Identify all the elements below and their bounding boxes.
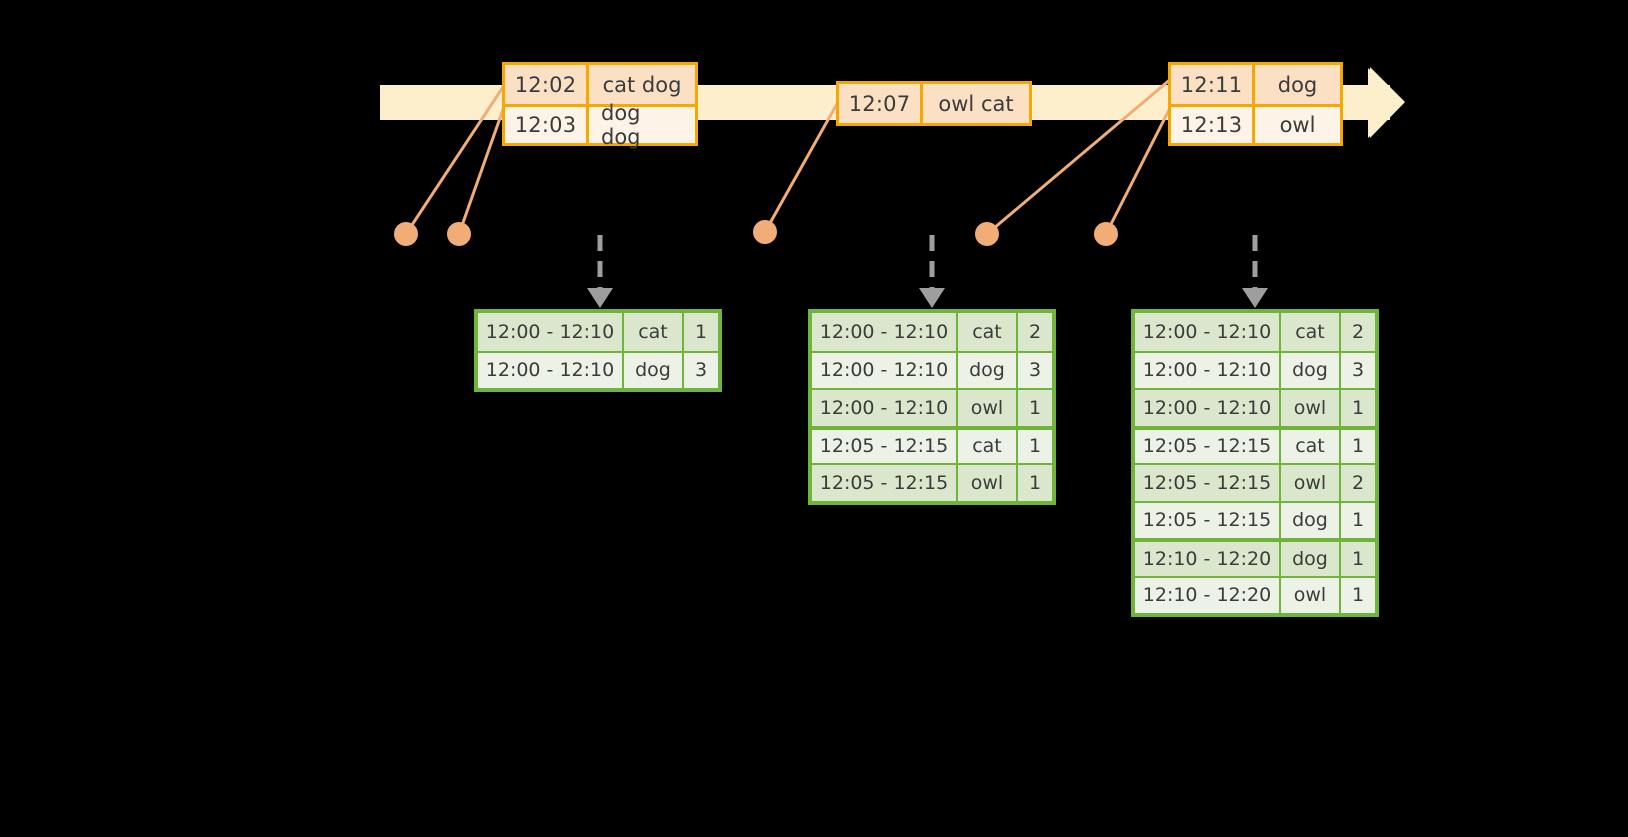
count-value: 1 [1028,471,1042,494]
word-key: cat [1281,313,1341,351]
connector-dot-3 [753,220,777,244]
event-payload: owl [1279,113,1316,137]
dashed-arrow-layer [587,235,1268,308]
window-range: 12:10 - 12:20 [1135,577,1281,613]
count-value: 1 [1351,584,1365,607]
event-group-1: 12:02 cat dog 12:03 dog dog [502,62,698,149]
count-value: 3 [694,359,708,382]
word-key: cat [624,313,684,351]
connector-line-5 [1104,103,1174,235]
event-row: 12:07 owl cat [839,84,1029,123]
event-row: 12:11 dog [1171,65,1340,104]
word-key: dog [624,352,684,388]
word-key: owl [958,465,1018,501]
count-value: 1 [1028,396,1042,419]
window-range: 12:10 - 12:20 [1135,542,1281,576]
event-timestamp: 12:07 [839,84,923,123]
event-row: 12:13 owl [1171,104,1340,143]
window-range: 12:00 - 12:10 [1135,313,1281,351]
window-range: 12:00 - 12:10 [478,313,624,351]
word-key: cat [958,429,1018,463]
word-key: dog [1281,542,1341,576]
word-key: dog [1281,352,1341,388]
count-value: 3 [1028,359,1042,382]
window-range: 12:05 - 12:15 [1135,429,1281,463]
word-key: owl [1281,390,1341,426]
count-value: 1 [694,320,708,343]
count-value: 2 [1351,471,1365,494]
window-range: 12:05 - 12:15 [1135,502,1281,538]
window-range: 12:00 - 12:10 [478,352,624,388]
event-payload: owl cat [938,91,1014,116]
word-key: dog [1281,502,1341,538]
event-timestamp: 12:11 [1171,65,1255,104]
count-value: 1 [1351,509,1365,532]
count-value: 1 [1028,435,1042,458]
window-range: 12:00 - 12:10 [812,313,958,351]
word-key: owl [1281,465,1341,501]
dashed-arrow-2-head [919,288,945,308]
event-timestamp: 12:13 [1171,107,1255,143]
count-value: 1 [1351,547,1365,570]
count-value: 2 [1351,320,1365,343]
count-value: 2 [1028,320,1042,343]
dashed-arrow-1-head [587,288,613,308]
window-range: 12:00 - 12:10 [1135,352,1281,388]
window-range: 12:00 - 12:10 [812,390,958,426]
count-value: 1 [1351,435,1365,458]
window-range: 12:05 - 12:15 [812,429,958,463]
connector-dot-4 [975,222,999,246]
event-row: 12:03 dog dog [505,101,695,149]
window-range: 12:05 - 12:15 [1135,465,1281,501]
event-payload: cat dog [602,72,682,97]
word-key: owl [958,390,1018,426]
window-range: 12:00 - 12:10 [812,352,958,388]
connector-line-2 [457,103,507,235]
word-key: dog [958,352,1018,388]
count-value: 3 [1351,359,1365,382]
connector-dot-1 [394,222,418,246]
word-key: cat [1281,429,1341,463]
connector-dot-5 [1094,222,1118,246]
event-row: 12:02 cat dog [505,65,695,104]
event-timestamp: 12:02 [505,65,589,104]
count-value: 1 [1351,396,1365,419]
connector-line-1 [404,83,507,235]
dashed-arrow-3-head [1242,288,1268,308]
event-payload: dog [1277,72,1318,97]
event-group-3: 12:11 dog 12:13 owl [1168,62,1343,146]
word-key: owl [1281,577,1341,613]
event-group-2: 12:07 owl cat [836,81,1032,126]
event-timestamp: 12:03 [505,107,589,143]
window-range: 12:05 - 12:15 [812,465,958,501]
connector-dot-2 [447,222,471,246]
connector-line-3 [763,101,840,233]
event-payload: dog dog [601,101,641,149]
word-key: cat [958,313,1018,351]
window-range: 12:00 - 12:10 [1135,390,1281,426]
